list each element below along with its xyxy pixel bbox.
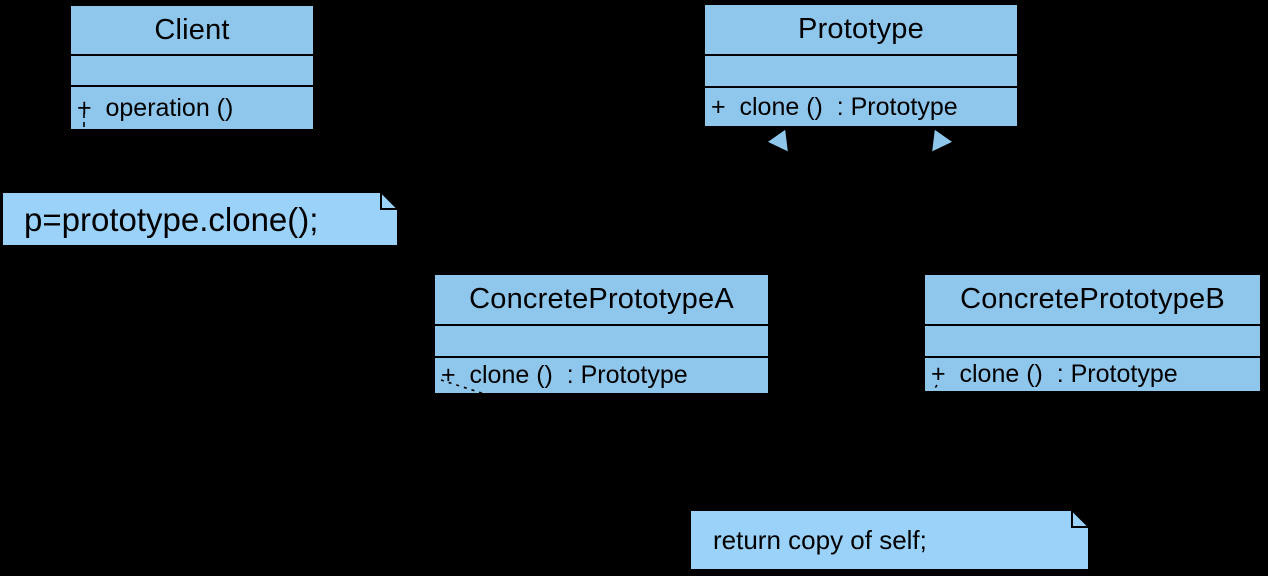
generalization-arrowhead-icon [764, 126, 791, 155]
class-box-client: Client + operation () [69, 4, 315, 131]
generalization-line-concrete-b [940, 146, 1032, 274]
class-box-prototype: Prototype + clone () : Prototype [703, 3, 1019, 128]
note-text-clone: return copy of self; [713, 525, 927, 555]
association-arrowhead-icon [678, 44, 705, 60]
class-name: Prototype [798, 13, 924, 45]
note-text-client: p=prototype.clone(); [24, 200, 319, 238]
class-attributes [71, 54, 313, 85]
class-attributes [925, 324, 1260, 356]
class-box-concrete-prototype-b: ConcretePrototypeB + clone () : Prototyp… [923, 273, 1262, 393]
class-methods: + clone () : Prototype [705, 86, 1017, 126]
note-anchor-line-concrete-a [440, 379, 851, 512]
class-attributes [705, 54, 1017, 86]
note-anchor-line-concrete-b [855, 384, 938, 511]
class-box-concrete-prototype-a: ConcretePrototypeA + clone () : Prototyp… [433, 273, 770, 395]
class-name: Client [154, 13, 230, 46]
class-methods: + operation () [71, 85, 313, 129]
generalization-line-concrete-a [694, 146, 780, 274]
generalization-arrowhead-icon [929, 126, 956, 155]
class-methods: + clone () : Prototype [925, 356, 1260, 391]
class-methods: + clone () : Prototype [435, 356, 768, 393]
class-name: ConcretePrototypeB [960, 283, 1225, 315]
class-name: ConcretePrototypeA [469, 283, 734, 315]
class-attributes [435, 324, 768, 356]
